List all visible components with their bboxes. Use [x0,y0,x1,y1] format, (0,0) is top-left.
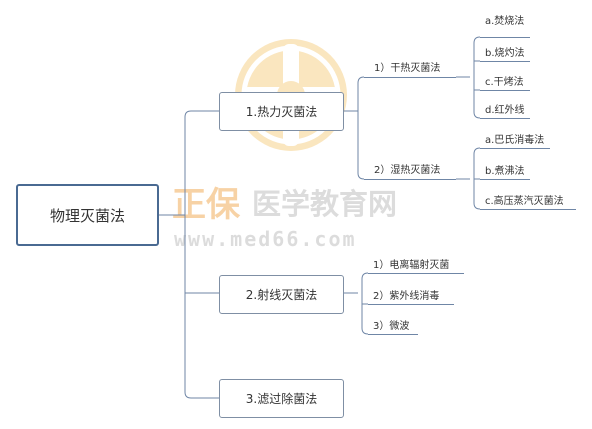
connector-sub1 [357,76,365,180]
leaf-dry-baking: c.干烤法 [485,77,524,88]
leaf-underline [480,148,550,149]
watermark-brand-orange: 正保 [172,185,241,225]
branch-radiation-label: 2.射线灭菌法 [245,288,318,302]
leaf-underline [480,37,530,38]
leaf-underline [480,209,576,210]
leaf-underline [368,304,454,305]
leaf-ultraviolet: 2）紫外线消毒 [373,291,440,302]
sub-dry-heat-underline [364,77,456,78]
leaf-underline [368,334,418,335]
branch-thermal-node: 1.热力灭菌法 [219,92,344,131]
leaf-pasteurization: a.巴氏消毒法 [485,135,545,146]
watermark-brand-gray: 医学教育网 [252,187,397,221]
leaf-burning: b.烧灼法 [485,48,525,59]
leaf-underline [480,179,530,180]
leaf-underline [480,118,530,119]
sub-dry-heat-label: 1）干热灭菌法 [374,63,441,74]
leaf-boiling: b.煮沸法 [485,166,525,177]
leaf-ionizing-radiation: 1）电离辐射灭菌 [373,260,450,271]
connector-sub1-spine [473,36,481,119]
sub-moist-heat-underline [364,179,456,180]
root-node: 物理灭菌法 [16,184,159,246]
branch-radiation-node: 2.射线灭菌法 [219,275,344,314]
leaf-incineration: a.焚烧法 [485,16,525,27]
leaf-underline [480,61,530,62]
leaf-infrared: d.红外线 [485,105,525,116]
leaf-autoclave: c.高压蒸汽灭菌法 [485,196,564,207]
connector-spine-1 [184,110,220,399]
leaf-microwave: 3）微波 [373,321,410,332]
root-label: 物理灭菌法 [49,206,125,225]
watermark-url: www.med66.com [174,227,357,251]
leaf-underline [368,273,464,274]
branch-thermal-label: 1.热力灭菌法 [245,105,318,119]
branch-filtration-node: 3.滤过除菌法 [219,379,344,418]
sub-moist-heat-label: 2）湿热灭菌法 [374,165,441,176]
branch-filtration-label: 3.滤过除菌法 [245,392,318,406]
leaf-underline [480,90,530,91]
